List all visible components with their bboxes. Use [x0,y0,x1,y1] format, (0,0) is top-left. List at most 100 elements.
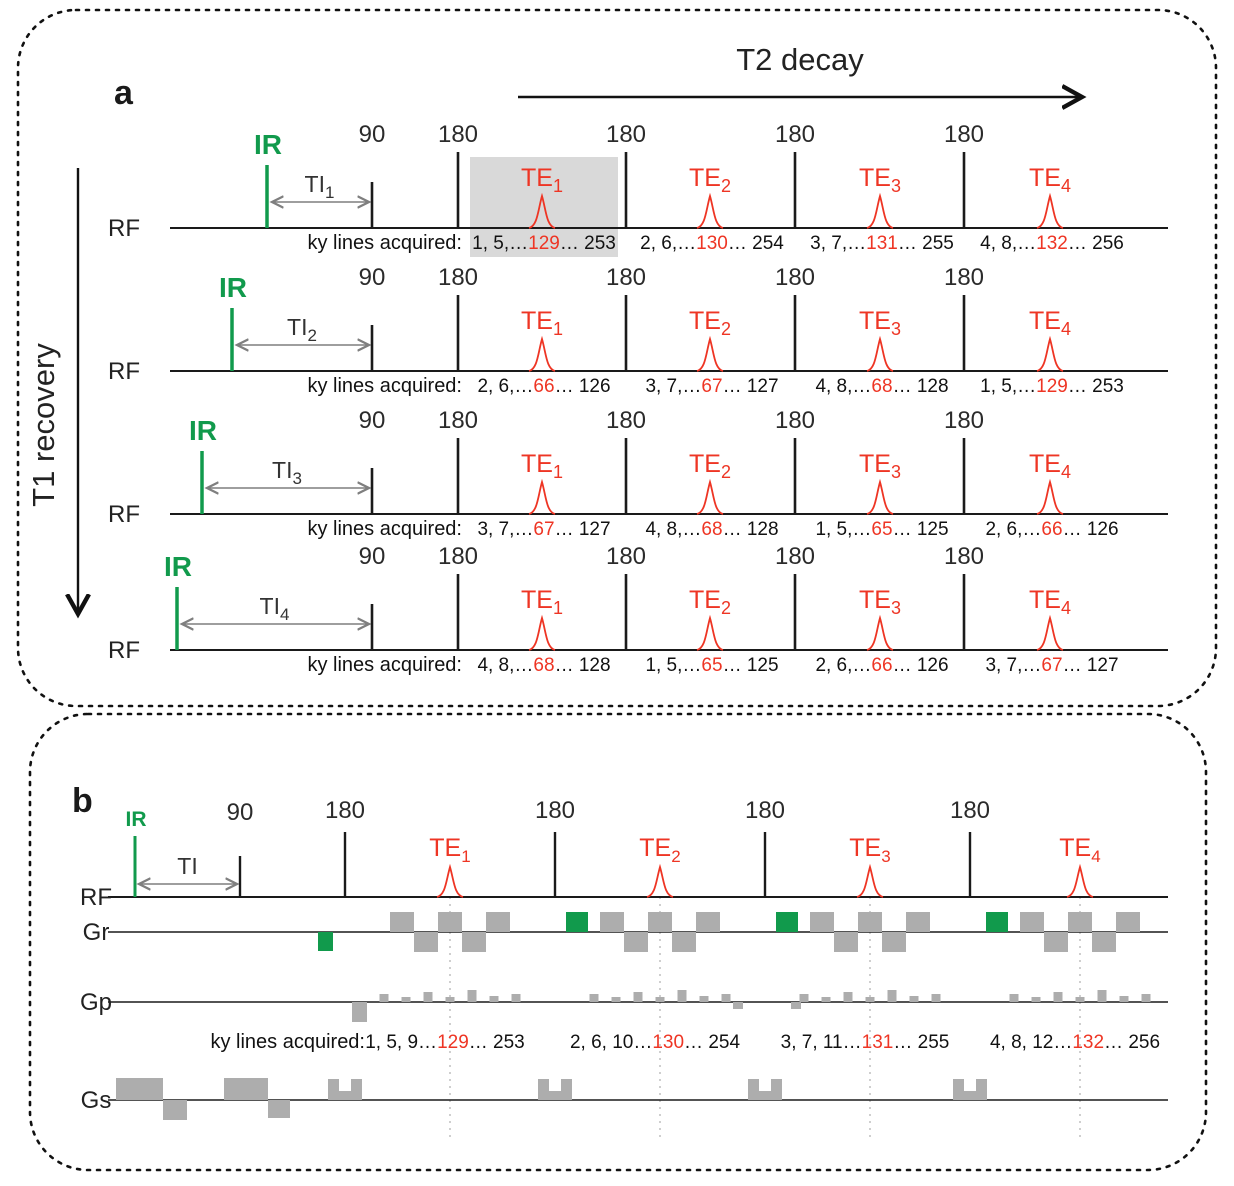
te-subscript: 3 [891,598,901,618]
refocus-label-3-text: 180 [775,543,815,570]
ninety-label: 90 [359,543,386,570]
refocus-label-2-text: 180 [606,121,646,148]
te-label-4-text: TE [1029,164,1061,192]
ky-center-line: 66 [533,376,554,397]
te-subscript: 2 [721,176,731,196]
te-label-4: TE4 [1029,164,1071,196]
ky-center-line: 67 [1041,655,1062,676]
ir-label-text: IR [126,808,147,831]
echo-te3 [866,478,894,515]
te-label-2-text: TE [689,450,721,478]
refocus-label-1-text: 180 [438,264,478,291]
gr-readout-lobe [1092,932,1116,952]
gp-phase-step-down [733,1002,743,1009]
te-subscript: 4 [1091,847,1100,866]
ky-values-4-text: … 256 [1068,233,1124,254]
gs-slab-select [116,1078,163,1100]
refocus-label-2: 180 [606,407,646,434]
gs-crusher-right [771,1079,782,1091]
gp-phase-step [1075,997,1085,1002]
gp-phase-step [677,990,687,1002]
gr-readout-lobe [882,932,906,952]
echo-te1 [436,863,464,898]
refocus-label-3-text: 180 [775,264,815,291]
gp-phase-step [589,994,599,1002]
ky-values-2-text: 2, 6, 10… [570,1032,652,1053]
te-subscript: 4 [1061,462,1071,482]
ky-values-4-text: … 253 [1068,376,1124,397]
ir-label-text: IR [164,551,192,582]
refocus-label-1-text: 180 [325,797,365,824]
gr-readout-lobe [462,932,486,952]
ky-values-4-text: 4, 8, 12… [990,1032,1072,1053]
ky-center-line: 66 [871,655,892,676]
refocus-label-1: 180 [438,121,478,148]
ky-values-1-text: 1, 5,… [472,233,528,254]
gp-phase-step [511,994,521,1002]
rf-label-text: RF [108,637,140,664]
te-label-2-text: TE [639,834,671,862]
ky-values-4-text: … 126 [1063,519,1119,540]
echo-te4 [1036,478,1064,515]
te-subscript: 4 [1061,319,1071,339]
gs-crusher-base [328,1091,362,1100]
ky-acquired-label: ky lines acquired: [307,518,462,540]
te-label-1: TE1 [521,450,563,482]
ky-values-1-text: … 126 [555,376,611,397]
ky-center-line: 131 [862,1032,894,1053]
echo-te2 [646,863,674,898]
ky-values-1-text: … 253 [469,1032,525,1053]
ky-values-1-text: … 253 [560,233,616,254]
ti-label-text: TI [177,853,197,879]
echo-te1 [528,335,556,372]
refocus-label-3-text: 180 [775,121,815,148]
te-label-1-text: TE [521,307,553,335]
te-label-2-text: TE [689,307,721,335]
ky-center-line: 66 [1041,519,1062,540]
ky-values-3: 1, 5,…65… 125 [815,519,948,540]
echo-te4 [1066,863,1094,898]
ky-center-line: 129 [1036,376,1068,397]
refocus-label-4-text: 180 [944,264,984,291]
ky-values-2: 4, 8,…68… 128 [645,519,778,540]
gs-slab-rephase [268,1100,290,1118]
te-label-3-text: TE [859,164,891,192]
ti-subscript: 4 [280,605,289,624]
ky-acquired-label: ky lines acquired: [210,1031,365,1053]
ir-label-text: IR [254,129,282,160]
ky-values-1: 1, 5,…129… 253 [472,233,616,254]
te-label-2-text: TE [689,586,721,614]
te-label-3-text: TE [859,586,891,614]
gs-crusher-left [538,1079,549,1091]
gp-label: Gp [80,989,112,1016]
te-label-1: TE1 [521,164,563,196]
ti-label-text: TI [287,314,307,340]
gp-phase-step [611,997,621,1002]
refocus-label-2: 180 [535,797,575,824]
te-subscript: 1 [553,319,563,339]
te-label-2: TE2 [689,164,731,196]
gr-readout-lobe [858,912,882,932]
echo-te1 [528,614,556,651]
ky-acquired-label-text: ky lines acquired: [307,518,462,540]
gp-label-text: Gp [80,989,112,1016]
ky-values-4-text: 3, 7,… [985,655,1041,676]
gs-crusher-right [351,1079,362,1091]
refocus-label-4: 180 [950,797,990,824]
gr-readout-lobe [1116,912,1140,932]
gp-rewinder [352,1002,367,1022]
refocus-label-3: 180 [775,264,815,291]
gp-phase-step [1009,994,1019,1002]
refocus-label-3: 180 [775,121,815,148]
ky-values-4: 1, 5,…129… 253 [980,376,1124,397]
te-label-4-text: TE [1029,307,1061,335]
rf-label: RF [108,215,140,242]
te-label-1-text: TE [521,586,553,614]
ti-subscript: 2 [307,326,316,345]
te-label-3-text: TE [849,834,881,862]
refocus-label-3: 180 [775,407,815,434]
gp-phase-step [401,997,411,1002]
te-label-4: TE4 [1029,450,1071,482]
